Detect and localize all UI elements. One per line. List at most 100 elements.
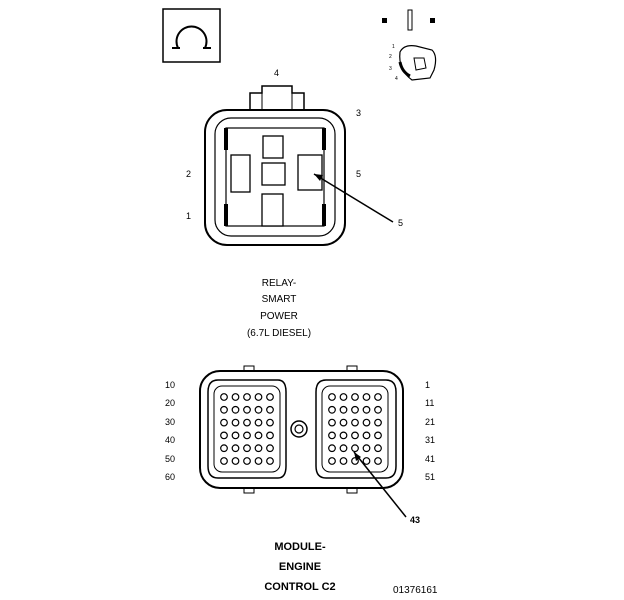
pin-cavity [374, 444, 382, 453]
pin-cavity [339, 405, 348, 414]
pin-cavity [374, 431, 382, 440]
pin-cavity [231, 431, 240, 440]
terminal-symbol: 1 2 3 4 [382, 9, 437, 82]
pin-cavity [220, 393, 228, 401]
relay-pin-label: 3 [356, 108, 361, 118]
pin-cavity [351, 405, 359, 414]
relay-pin-label: 2 [186, 169, 191, 179]
pin-cavity [362, 418, 371, 427]
pin-cavity [374, 405, 382, 414]
figure-id: 01376161 [393, 585, 438, 596]
relay-pin-label: 5 [356, 169, 361, 179]
module-callout-label: 43 [410, 515, 420, 525]
pin-cavity [220, 405, 228, 414]
pin-cavity [231, 444, 240, 453]
pin-cavity [351, 393, 359, 401]
module-connector [199, 365, 407, 518]
pin-cavity [351, 431, 359, 440]
relay-cavity-center [261, 162, 286, 186]
module-left-row-label: 10 [165, 380, 175, 390]
module-left-pin-array [220, 393, 274, 465]
relay-cavity-4 [262, 135, 284, 159]
pin-cavity [328, 444, 336, 453]
module-caption-line: CONTROL C2 [264, 581, 335, 593]
relay-pin-label: 1 [186, 211, 191, 221]
module-left-row-label: 60 [165, 472, 175, 482]
pin-cavity [220, 431, 228, 440]
pin-cavity [328, 418, 336, 427]
module-right-row-label: 31 [425, 435, 435, 445]
pin-cavity [339, 418, 348, 427]
pin-cavity [243, 405, 251, 414]
relay-caption-line: (6.7L DIESEL) [247, 328, 311, 339]
pin-cavity [339, 457, 348, 465]
pin-cavity [243, 457, 251, 465]
pin-cavity [220, 418, 228, 427]
pin-cavity [328, 393, 336, 401]
pin-cavity [243, 393, 251, 401]
pin-cavity [220, 444, 228, 453]
svg-text:4: 4 [395, 76, 398, 82]
module-right-row-label: 1 [425, 380, 430, 390]
svg-text:1: 1 [392, 44, 395, 50]
pin-cavity [328, 431, 336, 440]
relay-connector [204, 85, 394, 246]
module-left-row-label: 50 [165, 454, 175, 464]
pin-cavity [266, 418, 274, 427]
module-right-row-label: 51 [425, 472, 435, 482]
pin-cavity [231, 418, 240, 427]
pin-cavity [231, 457, 240, 465]
pin-cavity [339, 444, 348, 453]
pin-cavity [254, 405, 263, 414]
module-left-row-label: 20 [165, 398, 175, 408]
relay-cavity-2 [230, 154, 251, 193]
module-right-row-label: 21 [425, 417, 435, 427]
pin-cavity [231, 405, 240, 414]
pin-cavity [220, 457, 228, 465]
pin-cavity [362, 444, 371, 453]
module-caption-line: ENGINE [279, 561, 321, 573]
pin-cavity [362, 431, 371, 440]
svg-text:2: 2 [389, 54, 392, 60]
module-left-row-label: 40 [165, 435, 175, 445]
relay-cavity-5 [297, 154, 323, 191]
pin-cavity [362, 405, 371, 414]
pin-cavity [328, 457, 336, 465]
relay-callout-leader [313, 173, 394, 223]
pin-cavity [254, 431, 263, 440]
pin-cavity [266, 444, 274, 453]
pin-cavity [266, 431, 274, 440]
module-caption-line: MODULE- [274, 541, 326, 553]
relay-cavity-1 [261, 193, 284, 227]
module-callout-leader [353, 451, 407, 518]
pin-cavity [328, 405, 336, 414]
pin-cavity [254, 444, 263, 453]
relay-pin-label: 4 [274, 68, 279, 78]
pin-cavity [243, 418, 251, 427]
pin-cavity [254, 457, 263, 465]
module-left-row-label: 30 [165, 417, 175, 427]
pin-cavity [339, 393, 348, 401]
relay-caption-line: SMART [262, 294, 297, 305]
module-right-row-label: 11 [425, 398, 434, 408]
module-right-pin-array [328, 393, 382, 465]
pin-cavity [374, 418, 382, 427]
pin-cavity [374, 393, 382, 401]
pin-cavity [351, 418, 359, 427]
relay-callout-label: 5 [398, 218, 403, 228]
pin-cavity [266, 457, 274, 465]
relay-caption-line: RELAY- [262, 278, 296, 289]
relay-caption-line: POWER [260, 311, 298, 322]
module-right-row-label: 41 [425, 454, 435, 464]
pin-cavity [254, 393, 263, 401]
pin-cavity [243, 431, 251, 440]
pin-cavity [362, 457, 371, 465]
pin-cavity [362, 393, 371, 401]
pin-cavity [339, 431, 348, 440]
pin-cavity [243, 444, 251, 453]
pin-cavity [266, 393, 274, 401]
connector-face-symbol [162, 8, 221, 63]
pin-cavity [266, 405, 274, 414]
svg-text:3: 3 [389, 66, 392, 72]
